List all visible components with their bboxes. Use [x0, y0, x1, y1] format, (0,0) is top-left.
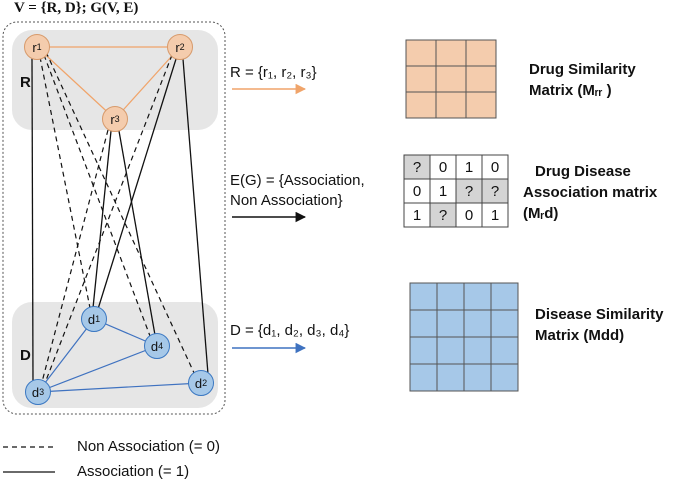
edge-d3-d4 [37, 345, 158, 393]
node-sub: 3 [114, 114, 120, 124]
node-base: r [32, 39, 37, 55]
legend-non-association: Non Association (= 0) [77, 438, 220, 455]
association-matrix-grid [403, 154, 509, 228]
node-sub: 3 [39, 387, 45, 397]
disease-similarity-matrix [409, 282, 519, 392]
node-base: r [110, 111, 115, 127]
node-sub: 4 [158, 341, 164, 351]
association-cell: 0 [490, 158, 500, 176]
association-edges [31, 57, 209, 383]
drug-group-label: R [20, 74, 31, 91]
edge-r2-d2 [182, 58, 209, 375]
drug-similarity-matrix [405, 39, 497, 119]
drug-similarity-title-line1: Drug Similarity [529, 61, 636, 78]
edge-d1-d3 [37, 318, 95, 393]
graph-title: V = {R, D}; G(V, E) [14, 0, 139, 16]
r-set-label: R = {r₁, r₂, r₃} [230, 64, 317, 81]
association-cell: 1 [490, 206, 500, 224]
edge-d3-d2 [37, 382, 202, 393]
node-sub: 1 [36, 42, 42, 52]
association-cell: ? [464, 182, 474, 200]
edge-r1-r3 [36, 46, 116, 120]
edge-r2-r3 [114, 46, 181, 120]
association-cell: ? [438, 206, 448, 224]
association-title-line2: Association matrix [523, 184, 658, 201]
node-sub: 2 [202, 378, 208, 388]
node-base: r [175, 39, 180, 55]
edge-r3-d4 [118, 130, 156, 336]
association-title-line1: Drug Disease [535, 163, 631, 180]
graph-container [2, 21, 226, 415]
node-base: d [31, 384, 40, 400]
d-set-label: D = {d₁, d₂, d₃, d₄} [230, 322, 350, 339]
association-cell: 1 [412, 206, 422, 224]
disease-similarity-title-line2: Matrix (Mdd) [535, 327, 625, 344]
drug-group-bg [12, 30, 218, 130]
edge-r3-d3 [41, 129, 109, 383]
drug-similarity-edges [36, 46, 181, 120]
node-sub: 1 [95, 314, 101, 324]
edge-r1-d1 [39, 56, 91, 309]
disease-group-label: D [20, 347, 31, 364]
association-cell: 1 [464, 158, 474, 176]
association-cell: 0 [438, 158, 448, 176]
association-cell: ? [490, 182, 500, 200]
association-cell: 1 [438, 182, 448, 200]
association-cell: 0 [464, 206, 474, 224]
association-cell: ? [412, 158, 422, 176]
edge-r2-d3 [44, 54, 173, 384]
e-set-label-line2: Non Association} [230, 192, 343, 209]
e-set-label-line1: E(G) = {Association, [230, 172, 365, 189]
node-base: d [87, 311, 96, 327]
association-cell: 0 [412, 182, 422, 200]
legend-association: Association (= 1) [77, 463, 190, 480]
drug-similarity-title-line2: Matrix (Mᵣᵣ ) [529, 82, 612, 99]
edge-r3-d1 [92, 130, 112, 309]
node-base: d [194, 375, 203, 391]
node-sub: 2 [179, 42, 185, 52]
edge-r2-d1 [97, 58, 177, 310]
non-association-edges [39, 51, 196, 384]
node-base: d [150, 338, 159, 354]
edge-r1-d3 [31, 57, 34, 383]
disease-similarity-title-line1: Disease Similarity [535, 306, 664, 323]
association-title-line3: (Mᵣd) [523, 205, 559, 222]
